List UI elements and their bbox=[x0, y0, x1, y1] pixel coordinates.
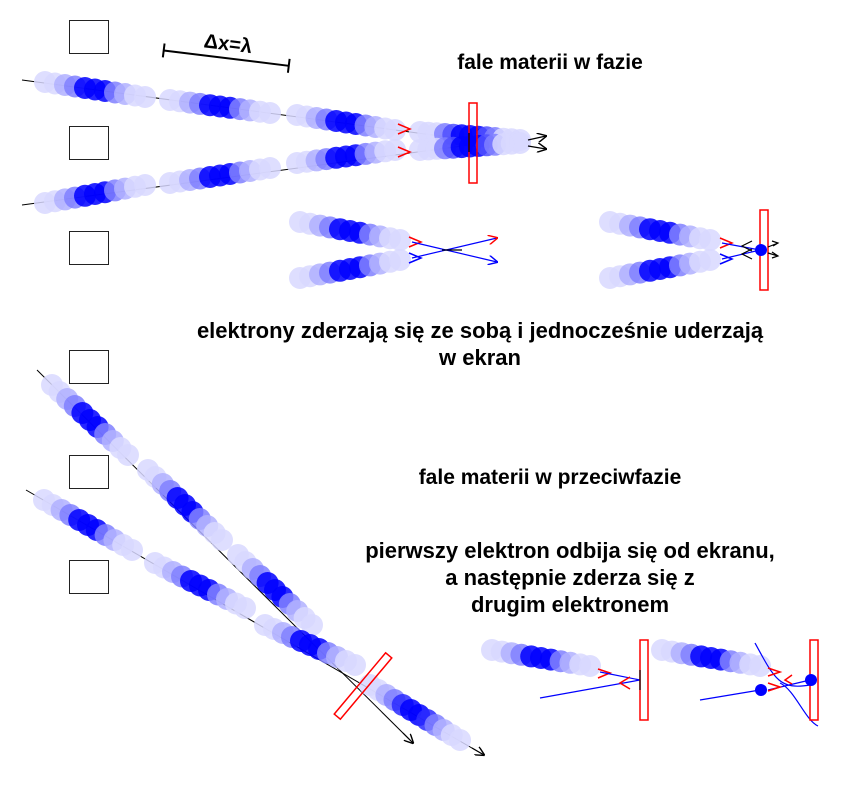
wave-packets-crossing bbox=[289, 211, 411, 289]
crossing-diagram bbox=[289, 211, 497, 289]
antiphase-diagram bbox=[25, 369, 484, 755]
label-bounce-line1: pierwszy elektron odbija się od ekranu, bbox=[365, 538, 775, 563]
label-collide-line2: w ekran bbox=[439, 344, 521, 370]
electron bbox=[805, 674, 817, 686]
red-arrow-icon bbox=[397, 123, 412, 135]
answer-checkbox[interactable] bbox=[69, 455, 109, 489]
answer-checkbox[interactable] bbox=[69, 560, 109, 594]
electron bbox=[755, 684, 767, 696]
screen bbox=[639, 639, 649, 721]
screen bbox=[333, 651, 393, 721]
label-bounce: pierwszy elektron odbija się od ekranu, … bbox=[300, 538, 840, 618]
in-phase-diagram: Δx=λ bbox=[21, 30, 546, 214]
label-in-phase: fale materii w fazie bbox=[457, 51, 643, 74]
answer-checkbox[interactable] bbox=[69, 231, 109, 265]
delta-x-label: Δx=λ bbox=[203, 30, 254, 58]
label-collide-line1: elektrony zderzają się ze sobą i jednocz… bbox=[196, 318, 764, 343]
label-collide: elektrony zderzają się ze sobą i jednocz… bbox=[110, 318, 850, 372]
wave-packets-antiphase bbox=[33, 374, 471, 751]
red-arrow-icon bbox=[397, 146, 412, 158]
answer-checkbox[interactable] bbox=[69, 350, 109, 384]
wave-packet-bounce-collision bbox=[651, 639, 771, 677]
answer-checkbox[interactable] bbox=[69, 126, 109, 160]
wave-packets-screen bbox=[599, 211, 721, 289]
bounce-collision-diagram bbox=[651, 639, 819, 727]
bounce-diagram bbox=[481, 639, 649, 721]
wave-packet-bounce bbox=[481, 639, 601, 677]
exit-arrow-icon bbox=[527, 136, 546, 140]
answer-checkbox[interactable] bbox=[69, 20, 109, 54]
label-bounce-line3: drugim elektronem bbox=[470, 591, 670, 617]
label-antiphase: fale materii w przeciwfazie bbox=[418, 466, 682, 489]
screen-collision-diagram bbox=[599, 209, 780, 291]
label-bounce-line2: a następnie zderza się z bbox=[445, 564, 695, 590]
exit-arrow-icon bbox=[527, 146, 546, 149]
wave-packets-in-phase bbox=[34, 71, 531, 214]
electron bbox=[755, 244, 767, 256]
wavelength-bracket: Δx=λ bbox=[161, 30, 291, 73]
